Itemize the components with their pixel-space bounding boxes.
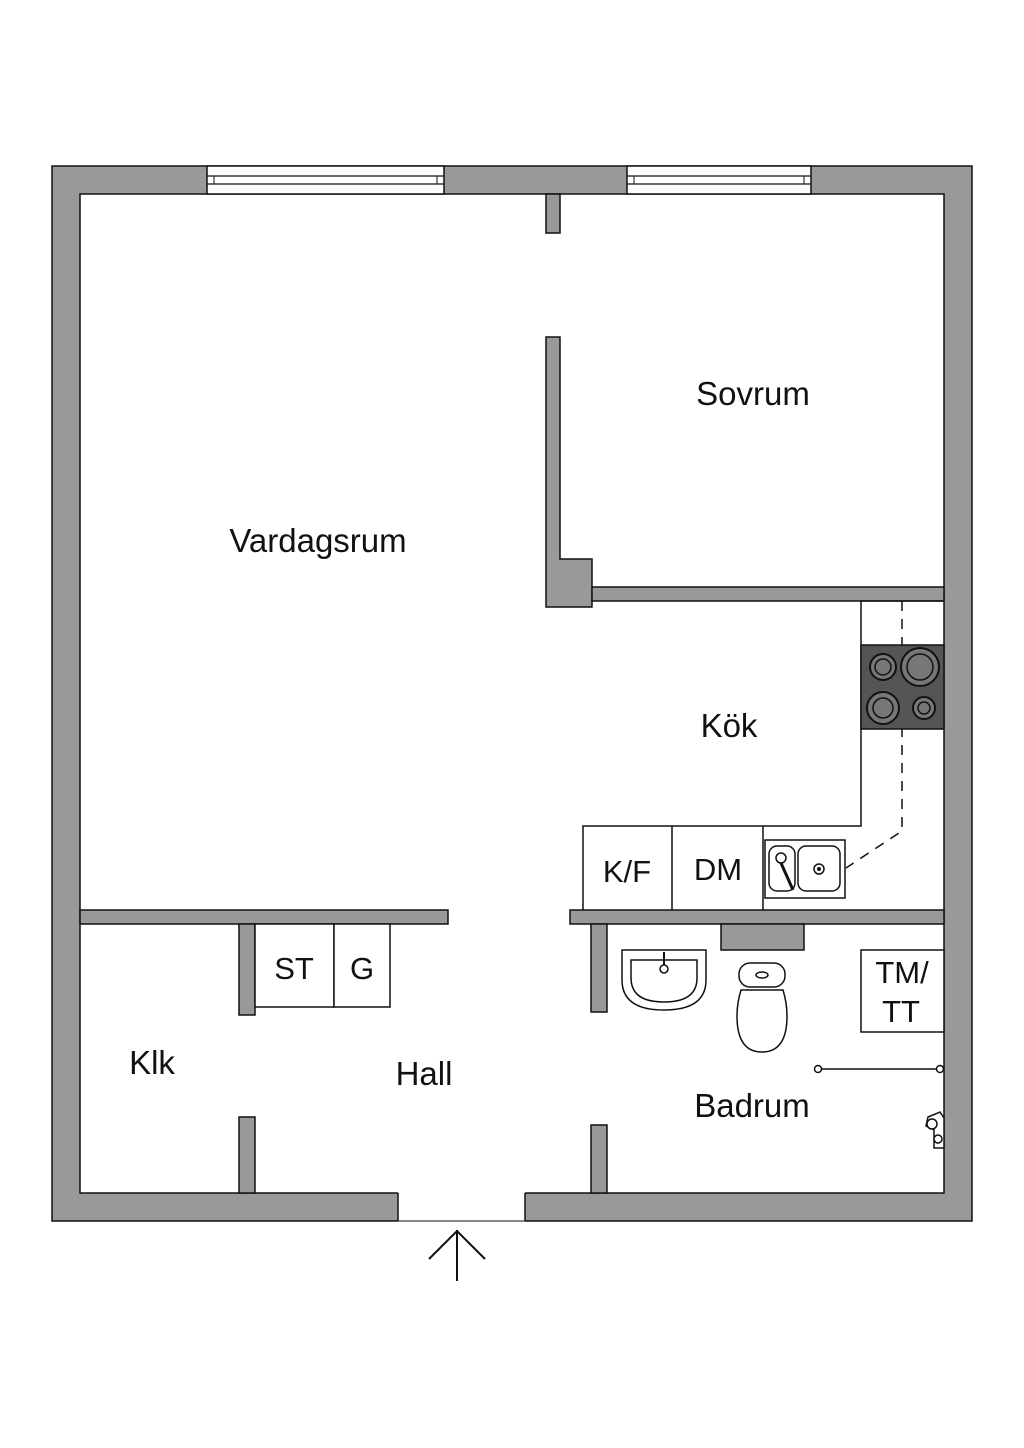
wall-bedroom-bottom [591, 586, 945, 602]
wall-closet-bottom [238, 1116, 256, 1194]
entrance-arrow-icon [428, 1229, 486, 1281]
appliance-label-st: ST [274, 951, 314, 986]
room-label-sovrum: Sovrum [696, 375, 810, 412]
kitchen-counter [582, 600, 944, 910]
room-label-hall: Hall [396, 1055, 453, 1092]
window-bedroom [626, 165, 812, 195]
room-label-badrum: Badrum [694, 1087, 810, 1124]
window-living [206, 165, 445, 195]
g-cabinet [333, 923, 391, 1008]
sink-icon [764, 839, 846, 899]
appliance-label-tt: TT [882, 994, 920, 1029]
wall-bedroom-l [545, 336, 593, 608]
room-label-kok: Kök [701, 707, 758, 744]
wall-bath-top [569, 909, 945, 925]
entrance-opening [398, 1192, 525, 1222]
appliance-label-g: G [350, 951, 374, 986]
washer-dryer [860, 949, 945, 1033]
cabinet-dashed-line [845, 601, 903, 869]
stove-icon [860, 644, 945, 730]
room-label-klk: Klk [129, 1044, 175, 1081]
washbasin-icon [621, 949, 707, 1011]
appliance-label-dm: DM [694, 852, 742, 887]
wall-stub-top [545, 193, 561, 234]
wall-bath-shaft [720, 923, 805, 951]
outer-wall [51, 165, 973, 1222]
wall-closet-top [238, 923, 256, 1016]
appliance-label-kf: K/F [603, 854, 651, 889]
shower-icon [813, 1064, 945, 1149]
wall-bath-left-top [590, 923, 608, 1013]
room-label-vardagsrum: Vardagsrum [229, 522, 406, 559]
wall-hall-top [79, 909, 449, 925]
st-cabinet [254, 923, 335, 1008]
wall-bath-left-bottom [590, 1124, 608, 1194]
toilet-icon [736, 962, 788, 1053]
appliance-label-tm: TM/ [875, 955, 929, 990]
